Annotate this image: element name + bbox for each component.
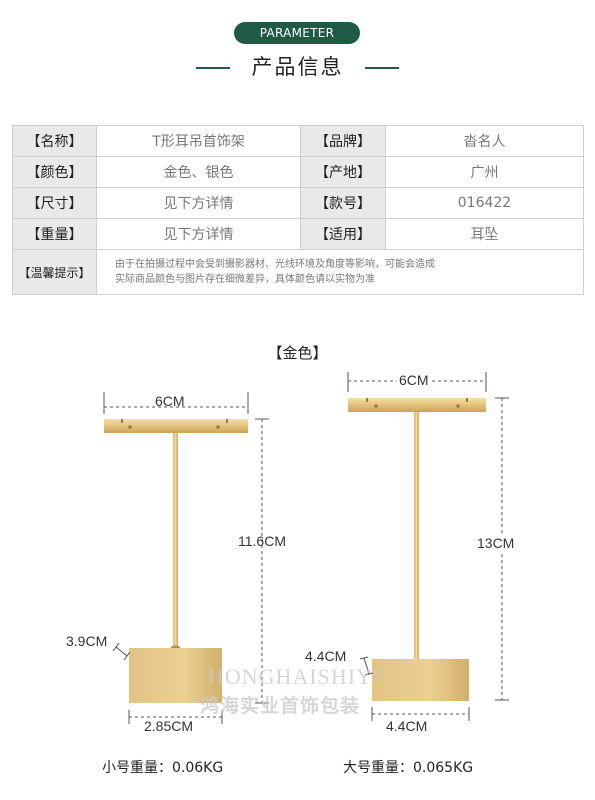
small-height-label: 11.6CM bbox=[238, 533, 286, 549]
table-row: 【尺寸】 见下方详情 【款号】 016422 bbox=[12, 187, 584, 219]
large-height-label: 13CM bbox=[477, 533, 515, 553]
stand-rod bbox=[173, 433, 178, 648]
dimension-line bbox=[363, 657, 370, 675]
small-bar-width-label: 6CM bbox=[155, 393, 185, 409]
table-label: 【产地】 bbox=[300, 156, 386, 188]
table-row: 【名称】 T形耳吊首饰架 【品牌】 沓名人 bbox=[12, 125, 584, 157]
large-base-width-label: 4.4CM bbox=[386, 718, 428, 734]
tip-label: 【温馨提示】 bbox=[12, 249, 97, 295]
dimension-tick bbox=[364, 672, 374, 676]
bar-hole bbox=[456, 404, 460, 408]
large-bar-width-label: 6CM bbox=[397, 372, 431, 388]
table-value: 沓名人 bbox=[385, 125, 584, 157]
dimension-tick bbox=[359, 656, 369, 660]
stand-rod bbox=[414, 412, 419, 660]
tip-line: 实际商品颜色与图片存在细微差异，具体颜色请以实物为准 bbox=[115, 274, 375, 285]
stand-bar bbox=[104, 419, 248, 433]
large-base-height-label: 4.4CM bbox=[305, 648, 347, 664]
table-label: 【品牌】 bbox=[300, 125, 386, 157]
bar-hole bbox=[216, 425, 220, 429]
dimension-line bbox=[115, 646, 128, 657]
bar-notch bbox=[121, 419, 123, 423]
parameter-badge: PARAMETER bbox=[234, 22, 360, 44]
table-label: 【款号】 bbox=[300, 187, 386, 219]
small-base-height-label: 3.9CM bbox=[66, 633, 108, 649]
stand-bar bbox=[348, 398, 486, 412]
table-label: 【尺寸】 bbox=[12, 187, 97, 219]
dimension-tick bbox=[123, 651, 131, 661]
bar-notch bbox=[366, 398, 368, 402]
heading-line-left bbox=[196, 67, 230, 69]
bar-hole bbox=[128, 425, 132, 429]
section-title: 【金色】 bbox=[267, 344, 328, 362]
small-weight: 小号重量：0.06KG bbox=[102, 760, 224, 776]
table-label: 【名称】 bbox=[12, 125, 97, 157]
table-value: T形耳吊首饰架 bbox=[96, 125, 301, 157]
table-value: 耳坠 bbox=[385, 218, 584, 250]
bar-notch bbox=[466, 398, 468, 402]
bar-notch bbox=[226, 419, 228, 423]
stand-base bbox=[372, 659, 469, 701]
tip-text: 由于在拍摄过程中会受到摄影器材、光线环境及角度等影响，可能会造成 实际商品颜色与… bbox=[96, 249, 584, 295]
table-row-tip: 【温馨提示】 由于在拍摄过程中会受到摄影器材、光线环境及角度等影响，可能会造成 … bbox=[12, 249, 584, 295]
bar-hole bbox=[374, 404, 378, 408]
table-label: 【适用】 bbox=[300, 218, 386, 250]
heading-line-right bbox=[365, 67, 399, 69]
table-value: 见下方详情 bbox=[96, 218, 301, 250]
tip-line: 由于在拍摄过程中会受到摄影器材、光线环境及角度等影响，可能会造成 bbox=[115, 259, 435, 270]
stand-base bbox=[129, 648, 222, 703]
table-row: 【重量】 见下方详情 【适用】 耳坠 bbox=[12, 218, 584, 250]
parameter-table: 【名称】 T形耳吊首饰架 【品牌】 沓名人 【颜色】 金色、银色 【产地】 广州… bbox=[12, 125, 584, 295]
page-title: 产品信息 bbox=[251, 55, 344, 79]
dimension-tick bbox=[112, 642, 120, 652]
small-stand bbox=[103, 392, 269, 724]
large-weight: 大号重量：0.065KG bbox=[343, 760, 474, 776]
table-label: 【重量】 bbox=[12, 218, 97, 250]
small-base-width-label: 2.85CM bbox=[144, 718, 194, 734]
